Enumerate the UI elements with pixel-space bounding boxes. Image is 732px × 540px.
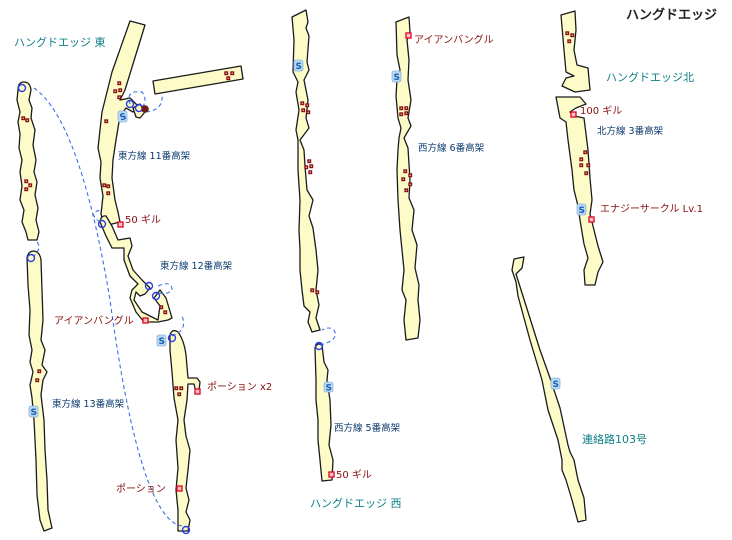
save-point-icon[interactable]: S (293, 59, 304, 72)
area-label-passage-103: 連絡路103号 (582, 433, 647, 446)
section-label-north-3: 北方線 3番高架 (597, 126, 664, 137)
walkway-east-13 (26, 250, 53, 532)
entrance-circle-icon[interactable] (167, 333, 177, 343)
walkway-west-5 (314, 343, 334, 482)
walkway-east-lower (169, 329, 201, 532)
save-point-icon[interactable]: S (28, 405, 39, 418)
entrance-circle-icon[interactable] (314, 341, 324, 351)
save-point-icon[interactable]: S (117, 110, 128, 123)
save-point-icon[interactable]: S (391, 70, 402, 83)
item-label-iron-bangle-west: アイアンバングル (414, 35, 494, 46)
area-label-north: ハングドエッジ北 (606, 71, 694, 84)
walkway-north-3 (555, 96, 604, 286)
item-label-potion: ポーション (116, 484, 166, 495)
walkway-east-upper-bar (152, 65, 244, 95)
walkway-north-upper (560, 10, 591, 93)
svg-text:S: S (159, 337, 165, 347)
svg-text:S: S (394, 73, 400, 83)
route-east-50gil (92, 209, 103, 223)
section-label-east-11: 東方線 11番高架 (118, 151, 191, 162)
entrance-circle-icon[interactable] (125, 99, 135, 109)
walkway-east-12 (99, 215, 173, 323)
section-label-east-12: 東方線 12番高架 (160, 261, 233, 272)
route-east-long (33, 87, 183, 527)
section-label-east-13: 東方線 13番高架 (52, 399, 125, 410)
treasure-chest-icon[interactable] (588, 216, 595, 223)
save-point-icon[interactable]: S (156, 334, 167, 347)
entrance-circle-icon[interactable] (26, 253, 36, 263)
entrance-circle-icon[interactable] (17, 83, 27, 93)
item-label-50-gil-east: 50 ギル (125, 215, 161, 226)
treasure-chest-icon[interactable] (176, 485, 183, 492)
event-marker-icon[interactable] (141, 105, 149, 113)
section-label-west-6: 西方線 6番高架 (418, 143, 485, 154)
route-east-left-join (33, 241, 40, 257)
entrance-circle-icon[interactable] (144, 281, 154, 291)
svg-text:S: S (553, 380, 559, 390)
svg-text:S: S (119, 112, 128, 123)
svg-text:S: S (31, 408, 37, 418)
treasure-chest-icon[interactable] (142, 317, 149, 324)
route-east-12 (155, 283, 173, 295)
save-point-icon[interactable]: S (550, 377, 561, 390)
enemy-markers (21, 31, 591, 397)
save-point-icon[interactable]: S (323, 381, 334, 394)
item-label-100-gil: 100 ギル (580, 106, 623, 117)
entrance-circle-icon[interactable] (97, 219, 107, 229)
treasure-chest-icon[interactable] (570, 111, 577, 118)
walkway-passage-103 (511, 256, 587, 523)
section-label-west-5: 西方線 5番高架 (334, 423, 401, 434)
entrance-circle-icon[interactable] (181, 525, 191, 535)
route-east-top (128, 91, 146, 109)
svg-text:S: S (579, 206, 585, 216)
treasure-chest-icon[interactable] (194, 388, 201, 395)
walkway-west-6 (395, 16, 421, 341)
svg-text:S: S (296, 62, 302, 72)
item-label-iron-bangle-east: アイアンバングル (54, 316, 134, 327)
treasure-chest-icon[interactable] (405, 32, 412, 39)
svg-text:S: S (326, 384, 332, 394)
route-east-bar (145, 93, 163, 113)
treasure-chest-icon[interactable] (117, 221, 124, 228)
treasure-chest-icon[interactable] (328, 471, 335, 478)
area-label-east: ハングドエッジ 東 (14, 36, 106, 49)
route-west (319, 327, 336, 346)
entrance-circle-icon[interactable] (151, 291, 161, 301)
walkway-west-column-a (291, 9, 321, 333)
save-point-icon[interactable]: S (576, 203, 587, 216)
item-label-potion-x2: ポーション x2 (207, 382, 273, 393)
item-label-energy-circle: エナジーサークル Lv.1 (600, 204, 703, 215)
map-title: ハングドエッジ (626, 8, 718, 23)
walkway-east-11 (97, 20, 146, 227)
walkway-east-left-upper (16, 81, 40, 241)
item-label-50-gil-west: 50 ギル (336, 470, 372, 481)
area-label-west: ハングドエッジ 西 (310, 497, 402, 510)
